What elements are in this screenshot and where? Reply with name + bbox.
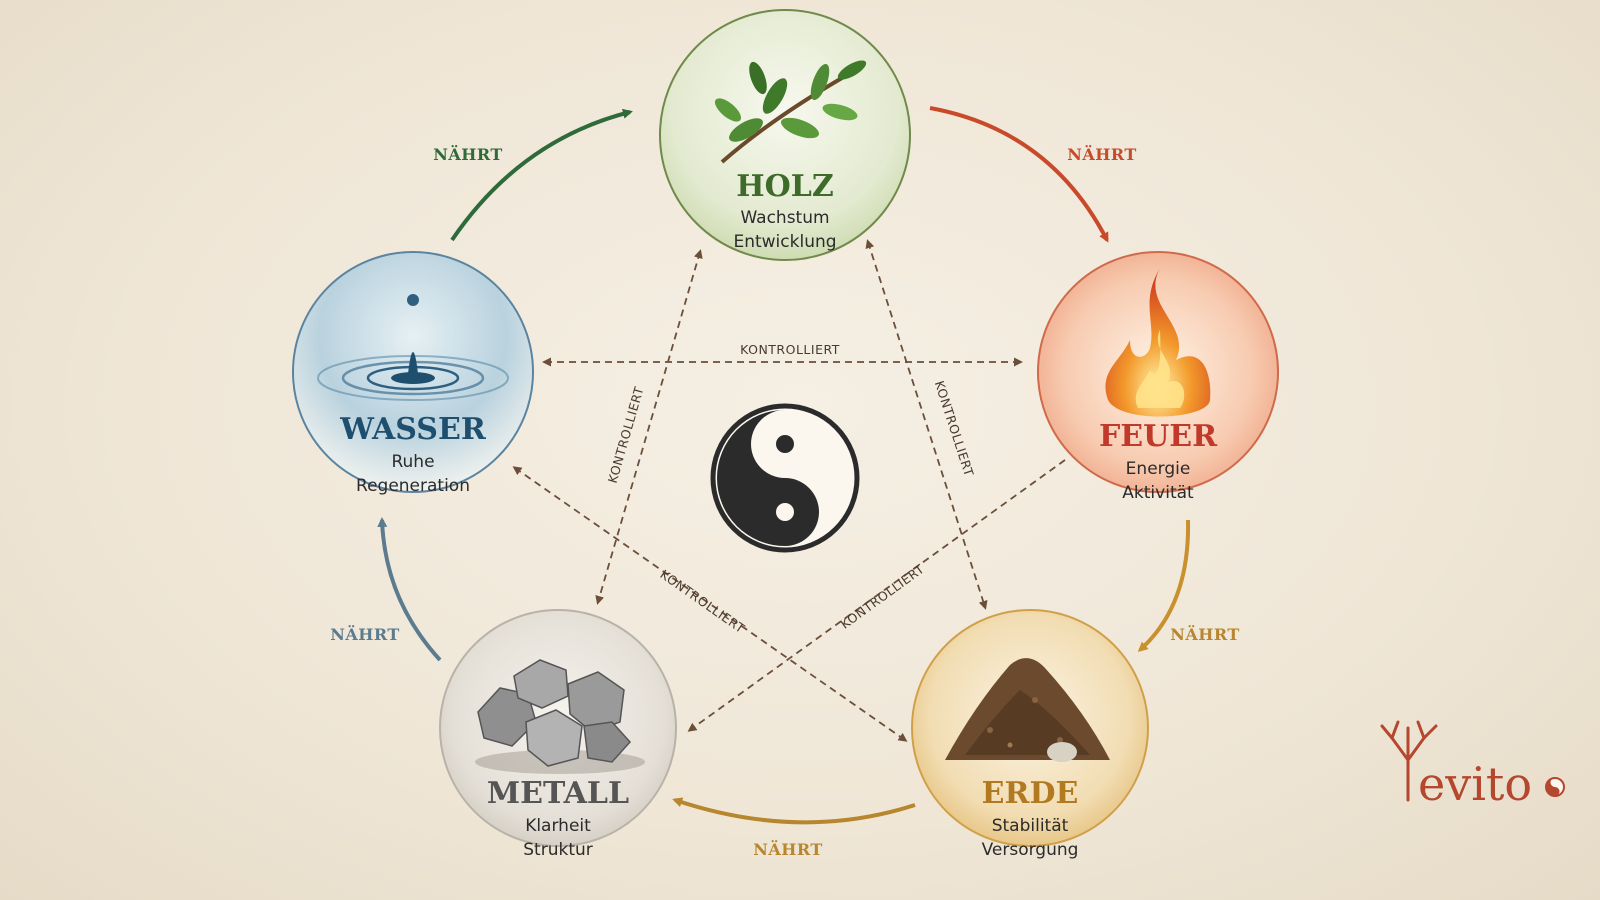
nourish-arrow-feuer-erde — [1137, 519, 1191, 653]
yin-yang-icon — [710, 403, 860, 553]
nourish-arrow-metall-wasser — [377, 517, 442, 662]
feuer-line2: Aktivität — [1122, 483, 1194, 503]
nourish-label-feuer-erde: NÄHRT — [1170, 624, 1240, 644]
metall-line2: Struktur — [523, 840, 593, 860]
wasser-line2: Regeneration — [356, 476, 470, 496]
control-label-erde-wasser: KONTROLLIERT — [657, 567, 747, 637]
water-drop-icon — [317, 294, 509, 401]
nourish-arrow-holz-feuer — [929, 106, 1109, 243]
holz-line2: Entwicklung — [733, 232, 836, 252]
nourish-arrow-wasser-holz — [450, 108, 633, 242]
nourish-label-erde-metall: NÄHRT — [753, 839, 823, 859]
metall-line1: Klarheit — [525, 816, 591, 836]
element-erde: ERDE Stabilität Versorgung — [911, 609, 1149, 860]
control-label-feuer-metall: KONTROLLIERT — [838, 561, 928, 632]
soil-pile-icon — [945, 658, 1110, 762]
erde-line1: Stabilität — [992, 816, 1069, 836]
element-holz: HOLZ Wachstum Entwicklung — [659, 9, 911, 261]
control-label-wasser-feuer: KONTROLLIERT — [740, 342, 840, 357]
nourish-label-holz-feuer: NÄHRT — [1067, 144, 1137, 164]
control-arrow-holz-erde — [865, 239, 988, 610]
feuer-title: FEUER — [1099, 419, 1218, 454]
holz-title: HOLZ — [736, 169, 833, 204]
control-arrow-wasser-erde — [512, 466, 908, 742]
holz-line1: Wachstum — [740, 208, 829, 228]
nourish-label-metall-wasser: NÄHRT — [330, 624, 400, 644]
erde-title: ERDE — [982, 776, 1079, 811]
nourish-arrow-erde-metall — [672, 797, 916, 825]
element-metall: METALL Klarheit Struktur — [439, 609, 677, 860]
tree-logo-icon — [1380, 720, 1438, 802]
element-feuer: FEUER Energie Aktivität — [1037, 251, 1279, 503]
metall-title: METALL — [487, 776, 629, 811]
erde-line2: Versorgung — [982, 840, 1079, 860]
wasser-line1: Ruhe — [391, 452, 434, 472]
control-label-metall-holz: KONTROLLIERT — [605, 385, 647, 485]
control-cycle — [512, 239, 1066, 742]
brand-name: evito — [1418, 757, 1532, 811]
leaf-branch-icon — [714, 60, 867, 164]
wasser-title: WASSER — [339, 412, 487, 447]
control-arrow-holz-metall — [595, 249, 703, 605]
brand-yin-yang-icon — [1545, 777, 1565, 797]
control-arrow-feuer-metall — [687, 459, 1066, 732]
feuer-line1: Energie — [1126, 459, 1191, 479]
nourish-label-wasser-holz: NÄHRT — [433, 144, 503, 164]
metal-ore-icon — [475, 659, 645, 774]
flame-icon — [1105, 268, 1211, 417]
brand-logo: evito — [1380, 720, 1565, 811]
element-wasser: WASSER Ruhe Regeneration — [292, 251, 534, 496]
